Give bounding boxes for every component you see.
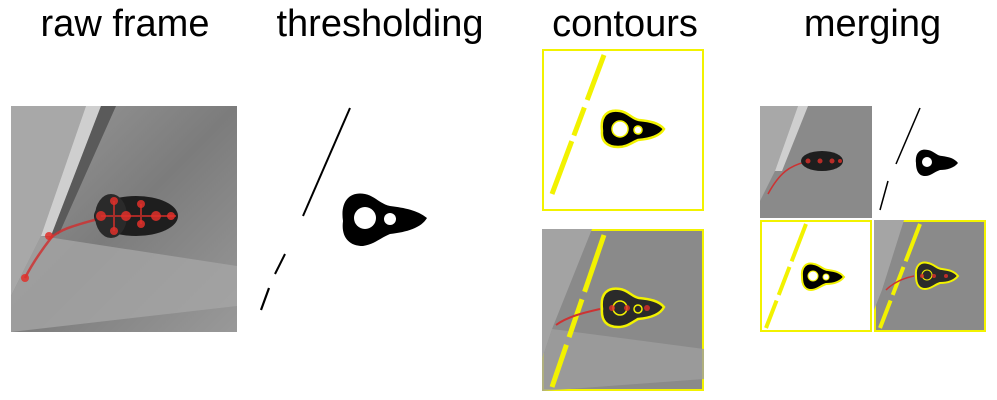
thresholding-image xyxy=(255,106,445,316)
title-raw-frame: raw frame xyxy=(40,3,210,45)
merging-contour-tile xyxy=(760,220,872,332)
merging-mask-tile xyxy=(874,106,986,218)
contours-mask-image xyxy=(542,49,704,211)
merging-raw-tile xyxy=(760,106,872,218)
title-thresholding: thresholding xyxy=(276,3,484,45)
contours-overlay-image xyxy=(542,229,704,391)
title-merging: merging xyxy=(803,3,942,45)
raw-frame-image xyxy=(11,106,237,332)
merging-overlay-tile xyxy=(874,220,986,332)
title-contours: contours xyxy=(552,3,698,45)
